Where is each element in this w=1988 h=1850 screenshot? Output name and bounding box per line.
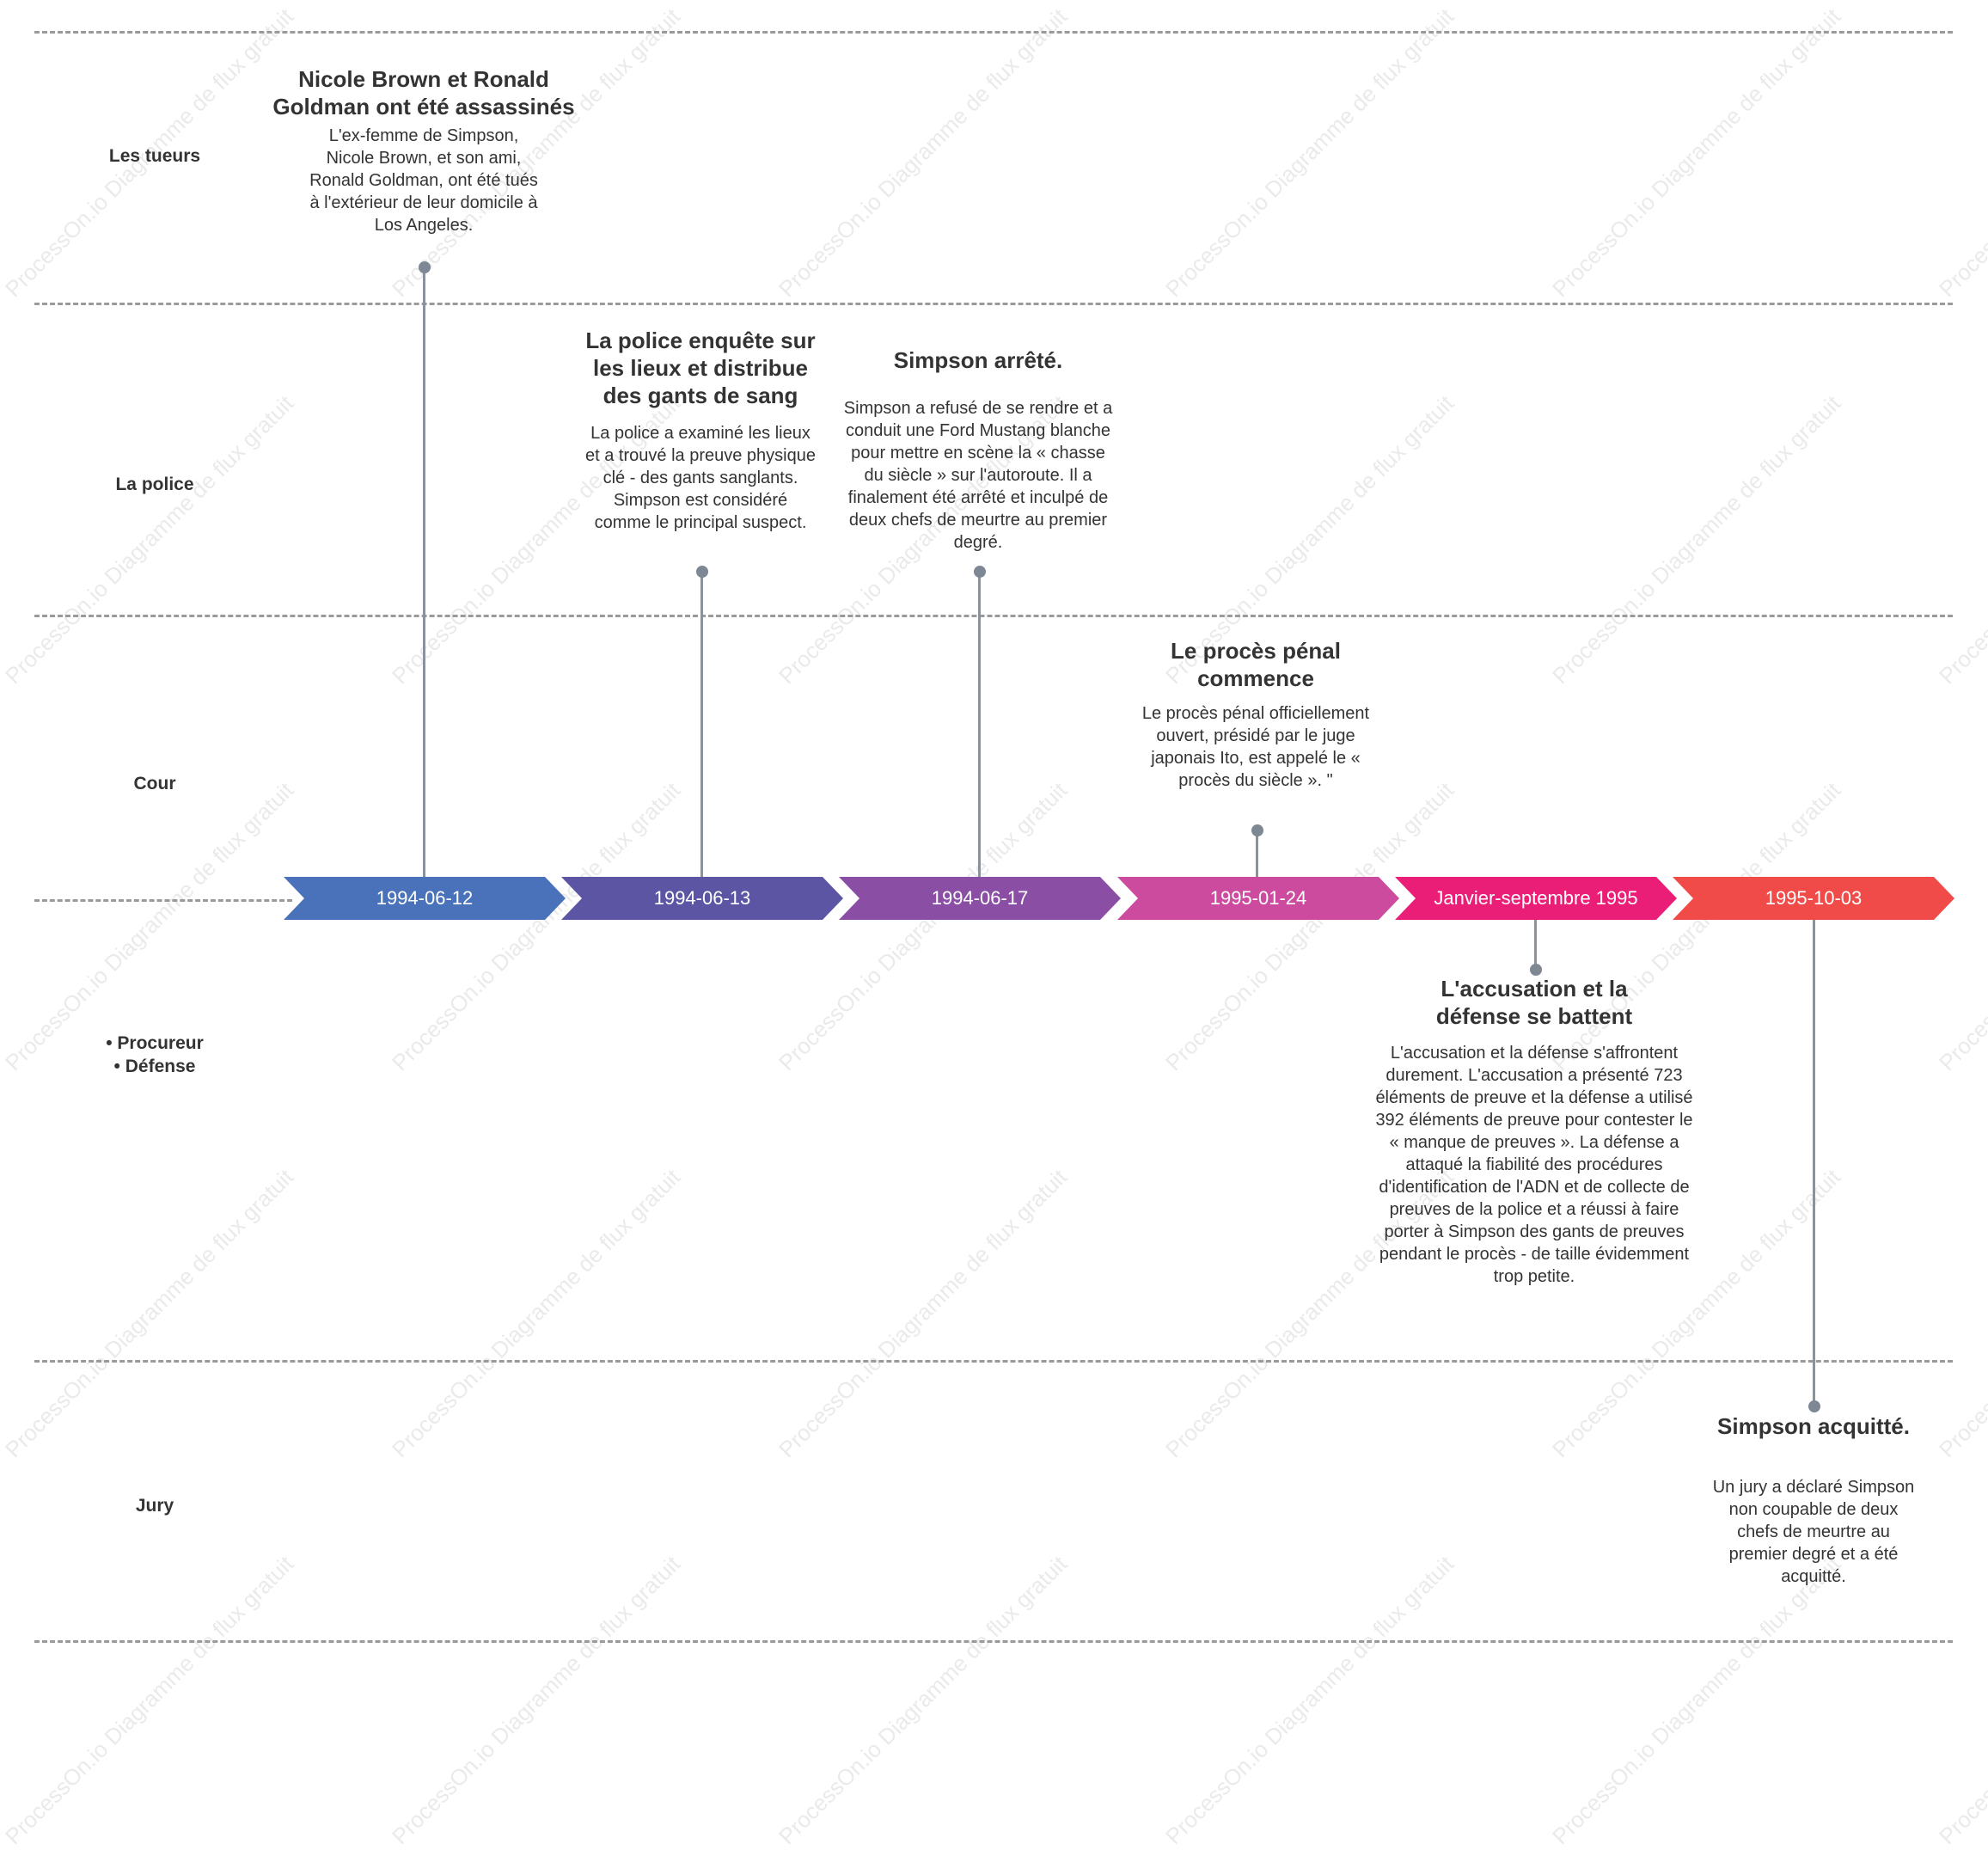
watermark-text: ProcessOn.io Diagramme de flux gratuit	[387, 777, 686, 1076]
connector-dot-1	[419, 261, 431, 273]
watermark-text: ProcessOn.io Diagramme de flux gratuit	[774, 777, 1073, 1076]
watermark-text: ProcessOn.io Diagramme de flux gratuit	[1547, 390, 1846, 689]
watermark-text: ProcessOn.io Diagramme de flux gratuit	[0, 1551, 299, 1850]
lane-separator	[34, 615, 1953, 617]
lane-separator	[34, 1640, 1953, 1643]
connector-1	[423, 266, 425, 879]
lane-separator	[34, 31, 1953, 34]
watermark-text: ProcessOn.io Diagramme de flux gratuit	[1934, 777, 1988, 1076]
lane-label-cour: Cour	[133, 774, 176, 793]
watermark-text: ProcessOn.io Diagramme de flux gratuit	[1160, 777, 1459, 1076]
watermark-text: ProcessOn.io Diagramme de flux gratuit	[387, 1164, 686, 1463]
watermark-text: ProcessOn.io Diagramme de flux gratuit	[1934, 1164, 1988, 1463]
event-title-6: Simpson acquitté.	[1717, 1413, 1910, 1439]
event-desc-1: L'ex-femme de Simpson, Nicole Brown, et …	[309, 126, 538, 235]
lane-label-tueurs: Les tueurs	[108, 146, 201, 166]
lane-label-procureur: • Procureur	[106, 1033, 204, 1053]
event-title-5: L'accusation et la défense se battent	[1435, 976, 1633, 1029]
connector-dot-2	[696, 566, 708, 578]
event-desc-2: La police a examiné les lieux et a trouv…	[585, 424, 816, 532]
watermark-text: ProcessOn.io Diagramme de flux gratuit	[1934, 1551, 1988, 1850]
watermark-text: ProcessOn.io Diagramme de flux gratuit	[1934, 3, 1988, 303]
timeline-step-6: 1995-10-03	[1673, 877, 1954, 920]
event-title-4: Le procès pénal commence	[1171, 638, 1341, 691]
lane-separator	[34, 1360, 1953, 1363]
timeline-step-4: 1995-01-24	[1117, 877, 1399, 920]
connector-6	[1813, 918, 1815, 1406]
watermark-text: ProcessOn.io Diagramme de flux gratuit	[1547, 1551, 1846, 1850]
watermark-text: ProcessOn.io Diagramme de flux gratuit	[387, 1551, 686, 1850]
lane-label-procureur-defense: • Procureur • Défense	[52, 1032, 258, 1078]
timeline-step-2: 1994-06-13	[561, 877, 843, 920]
timeline-step-5: Janvier-septembre 1995	[1395, 877, 1677, 920]
event-desc-4: Le procès pénal officiellement ouvert, p…	[1141, 704, 1370, 790]
watermark-text: ProcessOn.io Diagramme de flux gratuit	[1160, 3, 1459, 303]
event-desc-3: Simpson a refusé de se rendre et a condu…	[843, 399, 1113, 552]
watermark-text: ProcessOn.io Diagramme de flux gratuit	[1547, 777, 1846, 1076]
event-title-2: La police enquête sur les lieux et distr…	[585, 328, 816, 408]
event-desc-6: Un jury a déclaré Simpson non coupable d…	[1712, 1478, 1915, 1586]
watermark-text: ProcessOn.io Diagramme de flux gratuit	[0, 1164, 299, 1463]
lane-separator	[34, 303, 1953, 305]
connector-dot-4	[1251, 824, 1263, 836]
watermark-text: ProcessOn.io Diagramme de flux gratuit	[0, 390, 299, 689]
lane-label-jury: Jury	[135, 1496, 174, 1516]
watermark-text: ProcessOn.io Diagramme de flux gratuit	[1160, 1551, 1459, 1850]
connector-5	[1534, 918, 1537, 970]
watermark-text: ProcessOn.io Diagramme de flux gratuit	[1547, 3, 1846, 303]
connector-3	[978, 571, 981, 879]
watermark-text: ProcessOn.io Diagramme de flux gratuit	[1934, 390, 1988, 689]
watermark-text: ProcessOn.io Diagramme de flux gratuit	[774, 3, 1073, 303]
connector-dot-6	[1808, 1400, 1820, 1412]
connector-dot-5	[1530, 964, 1542, 976]
watermark-text: ProcessOn.io Diagramme de flux gratuit	[774, 1551, 1073, 1850]
connector-dot-3	[974, 566, 986, 578]
event-title-3: Simpson arrêté.	[893, 347, 1063, 373]
lane-label-police: La police	[115, 475, 194, 494]
watermark-text: ProcessOn.io Diagramme de flux gratuit	[774, 1164, 1073, 1463]
event-title-1: Nicole Brown et Ronald Goldman ont été a…	[272, 66, 575, 119]
timeline-axis-lead	[34, 899, 292, 902]
lane-label-defense: • Défense	[113, 1057, 196, 1076]
connector-2	[700, 571, 703, 879]
connector-4	[1256, 830, 1258, 879]
timeline-step-1: 1994-06-12	[284, 877, 566, 920]
timeline-step-3: 1994-06-17	[839, 877, 1121, 920]
event-desc-5: L'accusation et la défense s'affrontent …	[1375, 1044, 1693, 1286]
